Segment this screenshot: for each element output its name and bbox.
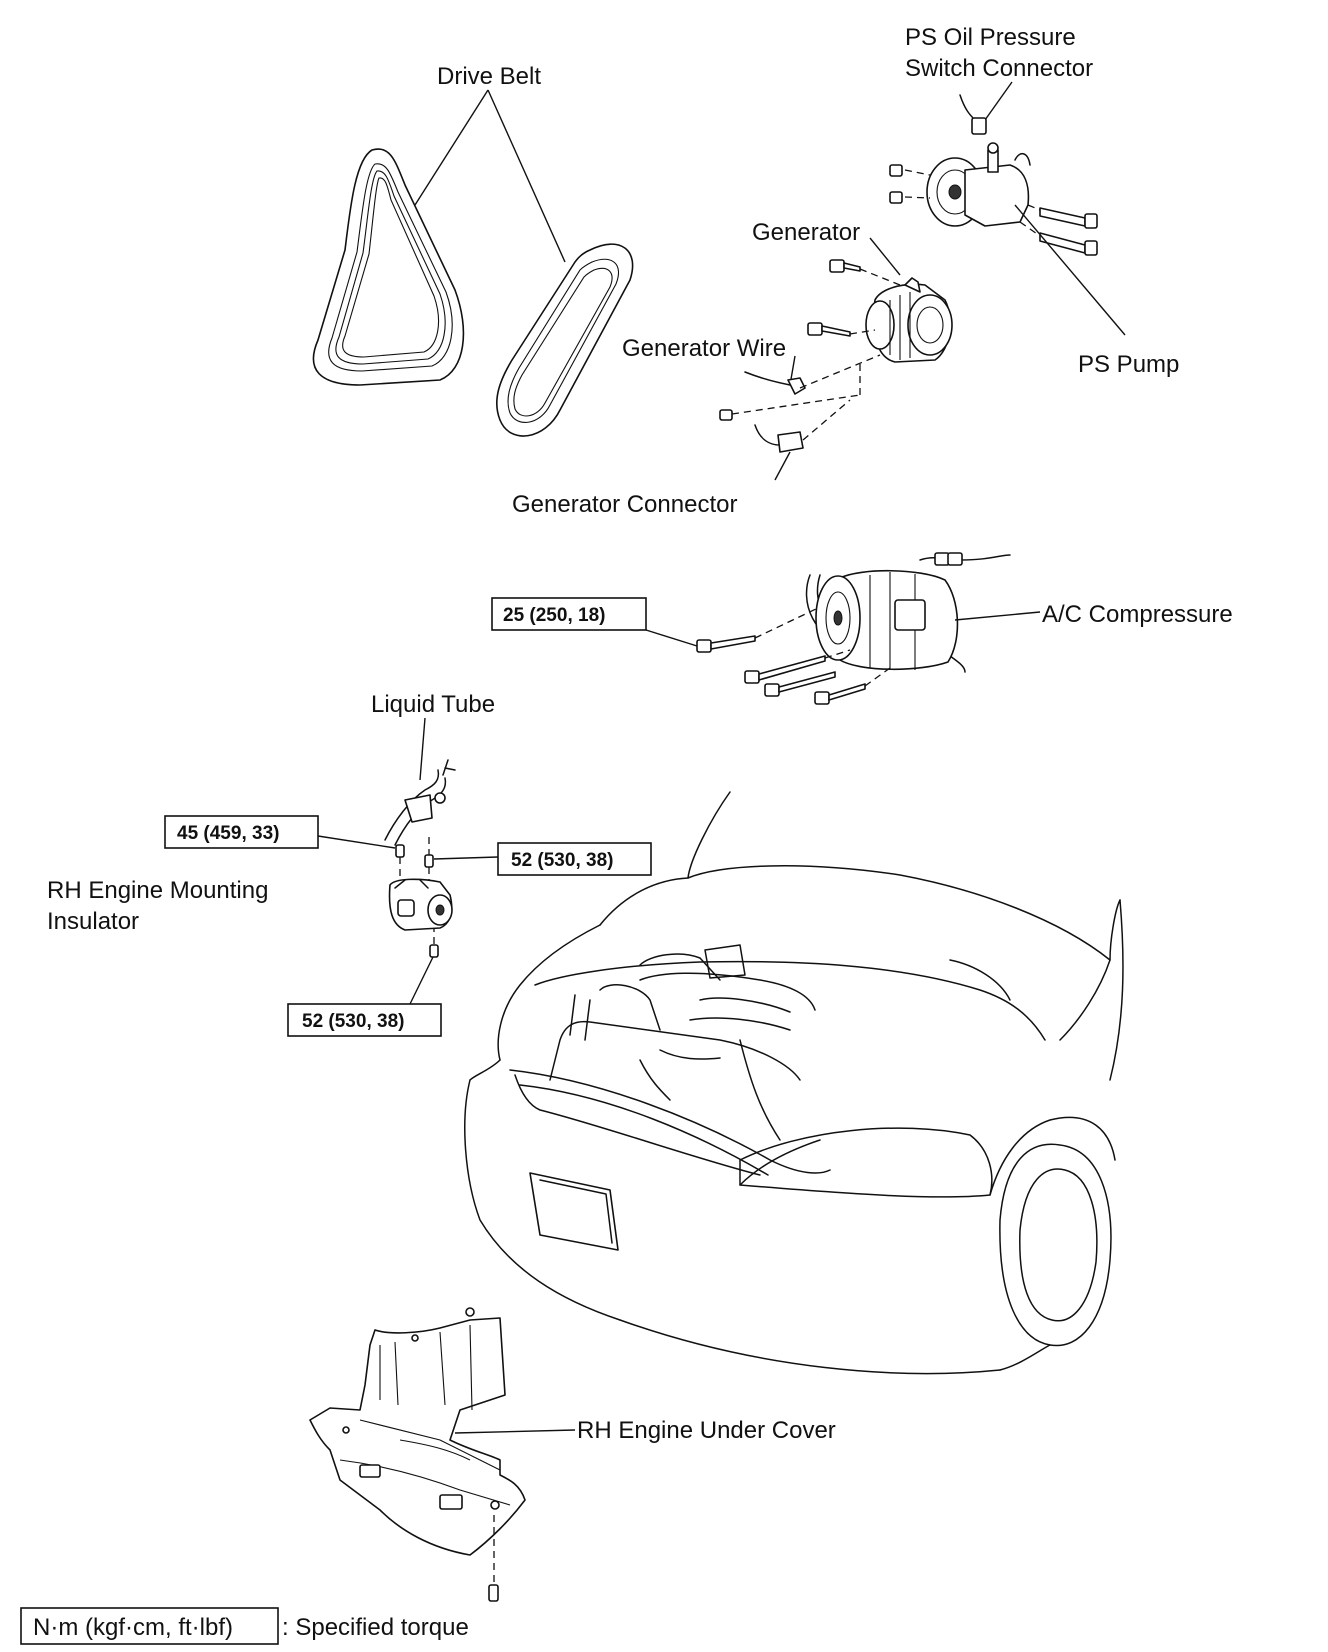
drive-belt-group: Drive Belt bbox=[312, 63, 634, 437]
generator-connector-icon bbox=[777, 431, 804, 453]
label-ps-oil-pressure-switch-connector-1: PS Oil Pressure bbox=[905, 24, 1076, 51]
ps-pump-bolt-icon bbox=[1039, 207, 1098, 256]
ps-oil-pressure-connector-icon bbox=[971, 117, 987, 135]
label-rh-engine-under-cover: RH Engine Under Cover bbox=[577, 1417, 836, 1444]
torque-box-ac-bolt bbox=[491, 597, 647, 631]
ac-compressor-bolt-icon bbox=[696, 635, 866, 705]
torque-mount-bottom: 52 (530, 38) bbox=[302, 1011, 404, 1032]
label-rh-engine-mounting-insulator-1: RH Engine Mounting bbox=[47, 877, 268, 904]
ac-compressor-group: A/C Compressure 25 (250, 18) bbox=[491, 552, 1233, 705]
license-plate-icon bbox=[529, 1172, 619, 1251]
label-ps-oil-pressure-switch-connector-2: Switch Connector bbox=[905, 55, 1093, 82]
label-rh-engine-mounting-insulator-2: Insulator bbox=[47, 908, 139, 935]
front-wheel-icon bbox=[999, 1143, 1112, 1347]
generator-pulley-icon bbox=[865, 300, 895, 350]
generator-wire-nut-icon bbox=[719, 409, 733, 421]
headlight-icon bbox=[739, 1127, 993, 1198]
ps-pump-body-icon bbox=[964, 164, 1030, 227]
generator-wire-terminal-icon bbox=[787, 377, 806, 395]
generator-wire-group: Generator Wire Generator Connector bbox=[512, 335, 881, 518]
torque-mount-left: 45 (459, 33) bbox=[177, 823, 279, 844]
label-liquid-tube: Liquid Tube bbox=[371, 691, 495, 718]
rh-engine-under-cover-group: RH Engine Under Cover bbox=[309, 1307, 836, 1602]
label-ps-pump: PS Pump bbox=[1078, 351, 1179, 378]
label-generator-wire: Generator Wire bbox=[622, 335, 786, 362]
torque-legend: N·m (kgf·cm, ft·lbf) : Specified torque bbox=[20, 1607, 469, 1645]
torque-ac-bolt: 25 (250, 18) bbox=[503, 605, 605, 626]
torque-box-mount-bottom bbox=[287, 1003, 442, 1037]
rh-mount-group: Liquid Tube RH Engine Mounting Insulator… bbox=[47, 691, 652, 1037]
legend-unit: N·m (kgf·cm, ft·lbf) bbox=[33, 1614, 233, 1641]
vehicle-engine-bay-illustration bbox=[464, 791, 1124, 1375]
label-generator: Generator bbox=[752, 219, 860, 246]
legend-unit-box bbox=[20, 1607, 279, 1645]
label-generator-connector: Generator Connector bbox=[512, 491, 737, 518]
generator-group: Generator bbox=[752, 219, 953, 363]
ps-pump-group: PS Oil Pressure Switch Connector bbox=[889, 24, 1179, 378]
legend-description: : Specified torque bbox=[282, 1614, 469, 1641]
liquid-tube-icon bbox=[384, 769, 440, 841]
label-drive-belt: Drive Belt bbox=[437, 63, 541, 90]
torque-mount-right: 52 (530, 38) bbox=[511, 850, 613, 871]
under-cover-bolt-icon bbox=[488, 1584, 499, 1602]
ps-pump-nut-icon bbox=[889, 164, 903, 204]
label-ac-compressor: A/C Compressure bbox=[1042, 601, 1233, 628]
torque-box-mount-left bbox=[164, 815, 319, 849]
generator-bolt-icon bbox=[807, 259, 861, 337]
rh-engine-under-cover-icon bbox=[309, 1317, 526, 1556]
torque-box-mount-right bbox=[497, 842, 652, 876]
